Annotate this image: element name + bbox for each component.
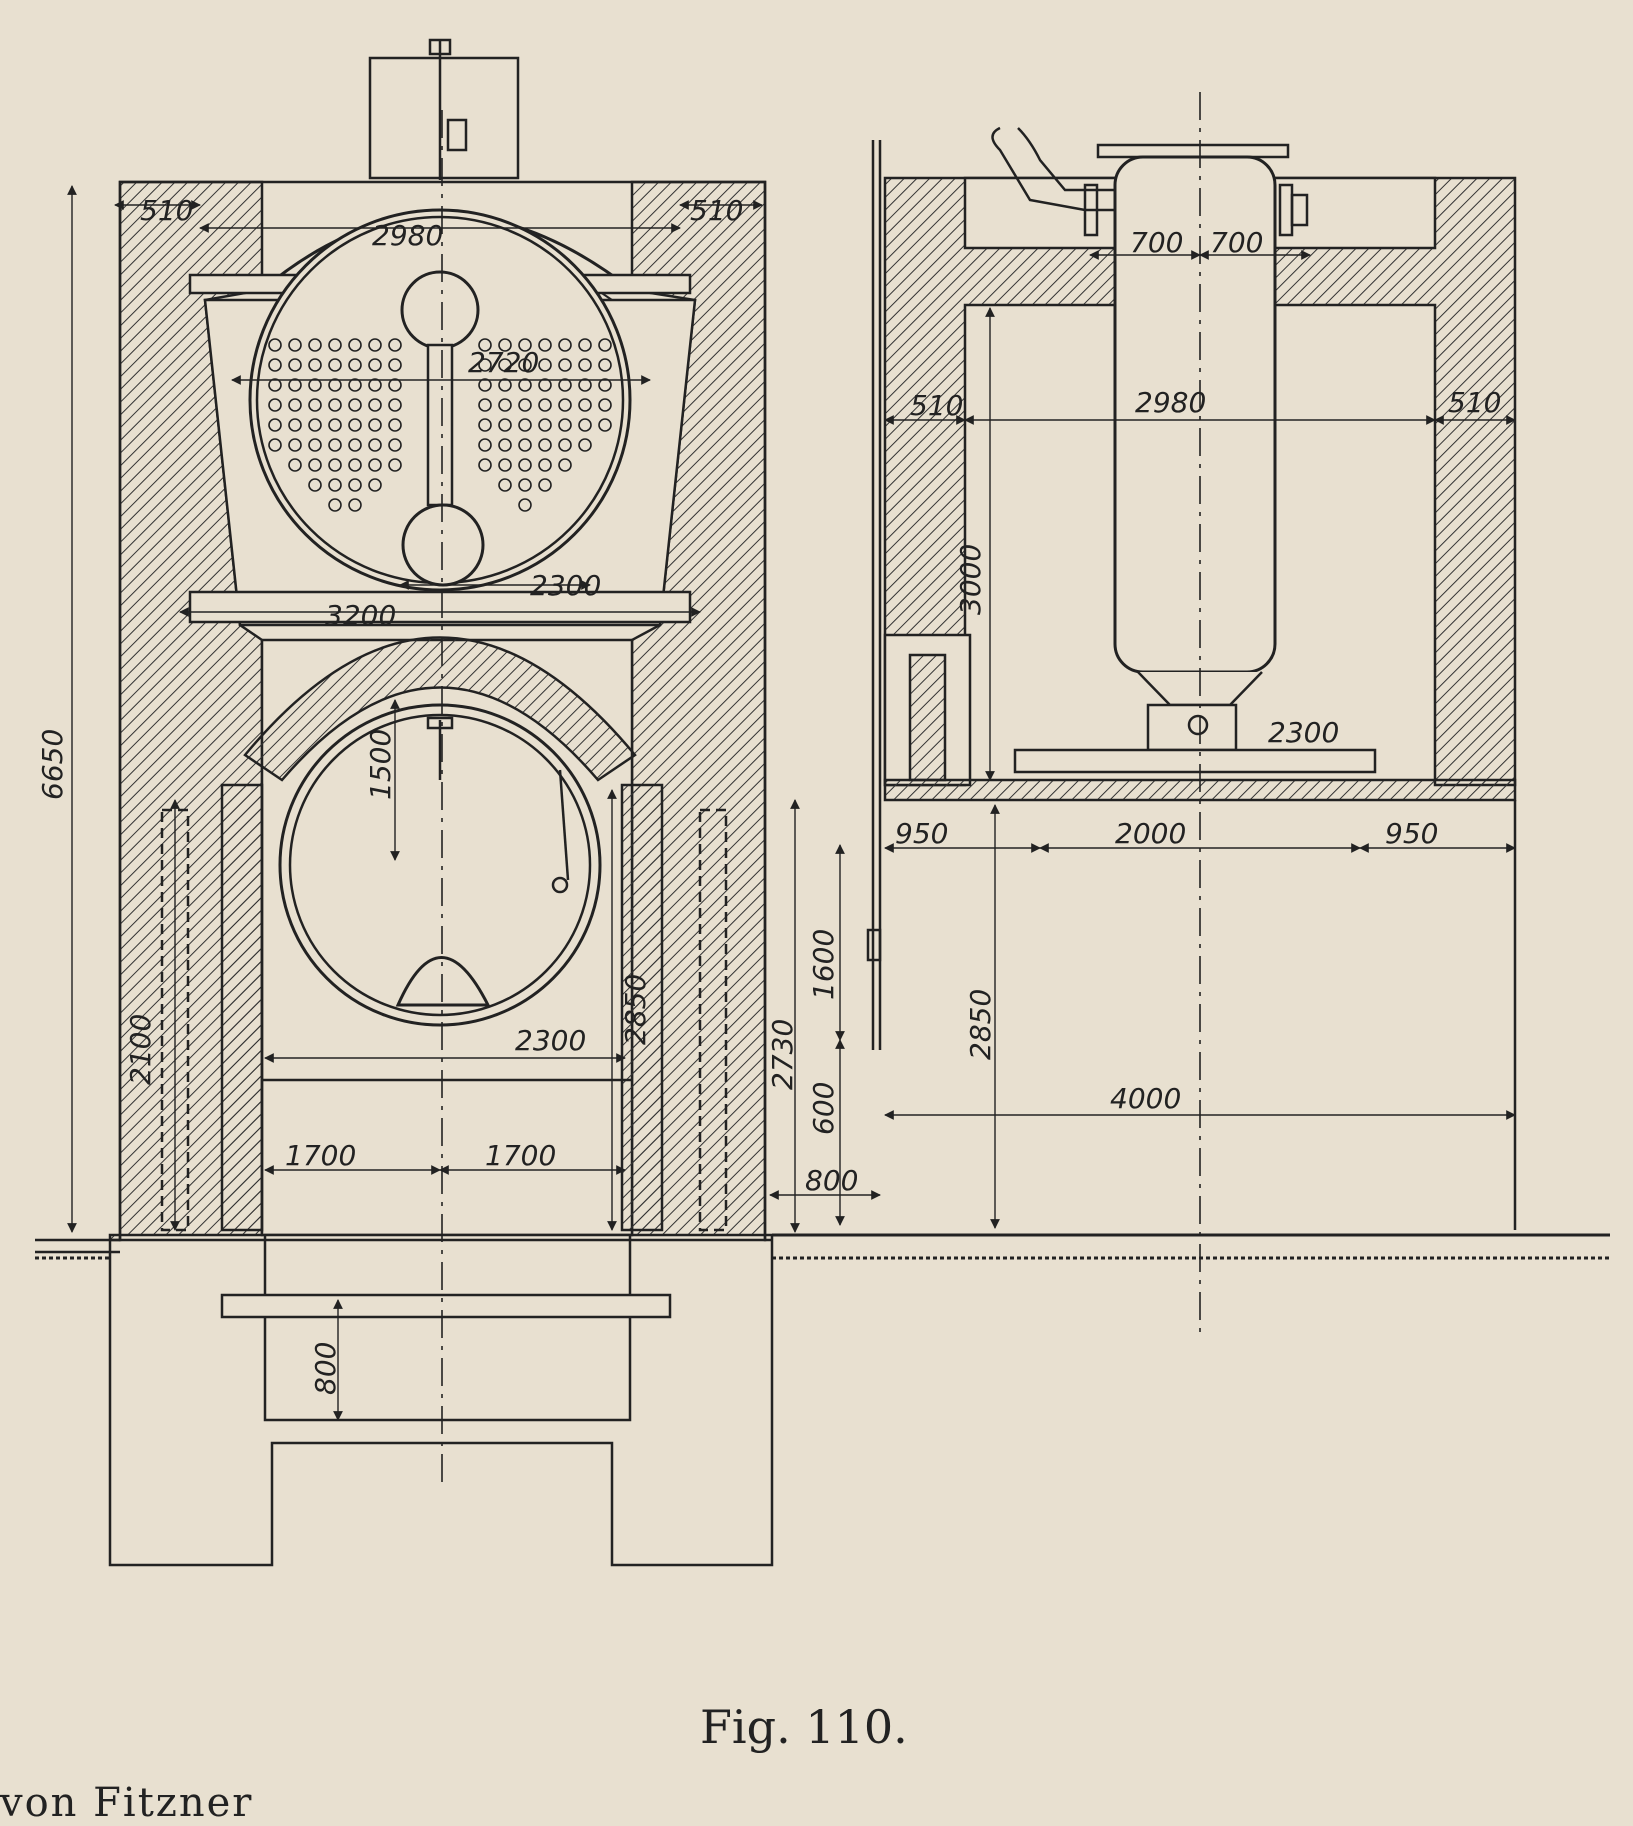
- dim-furnace-radius: 1500: [364, 729, 397, 800]
- front-view: 510 510 2980 2720 2300 3200 1500 2300 28…: [35, 38, 881, 1567]
- tube-holes-right: [478, 338, 612, 512]
- dim-front-top-width: 2980: [372, 219, 443, 252]
- front-dimension-labels: 510 510 2980 2720 2300 3200 1500 2300 28…: [36, 194, 858, 1395]
- dim-setting-width-upper: 3200: [325, 599, 396, 632]
- dim-front-wall-left: 510: [140, 194, 193, 227]
- side-dimension-labels: 700 700 510 2980 510 3000 2300 950 2000 …: [807, 226, 1501, 1135]
- dim-bay-right: 950: [1385, 817, 1438, 850]
- dim-half-width-right: 1700: [485, 1139, 556, 1172]
- dim-ash-pit-depth: 800: [309, 1342, 342, 1395]
- dim-chamber-height: 3000: [954, 544, 987, 615]
- dim-furnace-height: 2850: [619, 974, 652, 1045]
- dim-side-top-width: 2980: [1135, 386, 1206, 419]
- separator-vessel: [991, 126, 1377, 774]
- side-dimension-lines: [835, 250, 1516, 1229]
- dim-bay-left: 950: [895, 817, 948, 850]
- dim-half-width-left: 1700: [285, 1139, 356, 1172]
- dim-drum-diameter: 2720: [468, 346, 539, 379]
- dim-door-height: 2730: [766, 1019, 799, 1090]
- dim-gauge-height: 1600: [807, 929, 840, 1000]
- side-view: 700 700 510 2980 510 3000 2300 950 2000 …: [807, 92, 1517, 1335]
- dim-nozzle-right: 700: [1210, 226, 1263, 259]
- dim-bay-middle: 2000: [1115, 817, 1186, 850]
- ground-line: [35, 1233, 1610, 1260]
- dim-base-width: 2300: [1268, 716, 1339, 749]
- dim-flue-width: 2300: [515, 1024, 586, 1057]
- footer-text: von Fitzner: [0, 1780, 254, 1826]
- figure-caption: Fig. 110.: [700, 1700, 908, 1754]
- dim-lower-height: 2850: [964, 989, 997, 1060]
- lower-furnace: [160, 636, 728, 1319]
- dim-side-wall-left: 510: [910, 389, 963, 422]
- front-dimension-lines: [67, 185, 881, 1421]
- dim-tube-bank-width: 2300: [530, 569, 601, 602]
- dim-bottom-offset: 600: [807, 1082, 840, 1135]
- dim-overall-height: 6650: [36, 729, 69, 800]
- dim-side-wall-right: 510: [1448, 386, 1501, 419]
- dim-front-wall-right: 510: [690, 194, 743, 227]
- dim-side-height: 2100: [124, 1014, 157, 1085]
- dim-sill-height: 800: [805, 1164, 858, 1197]
- steam-dome: [368, 38, 520, 180]
- side-gauge-pipe: [866, 140, 882, 1050]
- dim-overall-width: 4000: [1110, 1082, 1181, 1115]
- dim-nozzle-left: 700: [1130, 226, 1183, 259]
- upper-drum: [188, 208, 692, 624]
